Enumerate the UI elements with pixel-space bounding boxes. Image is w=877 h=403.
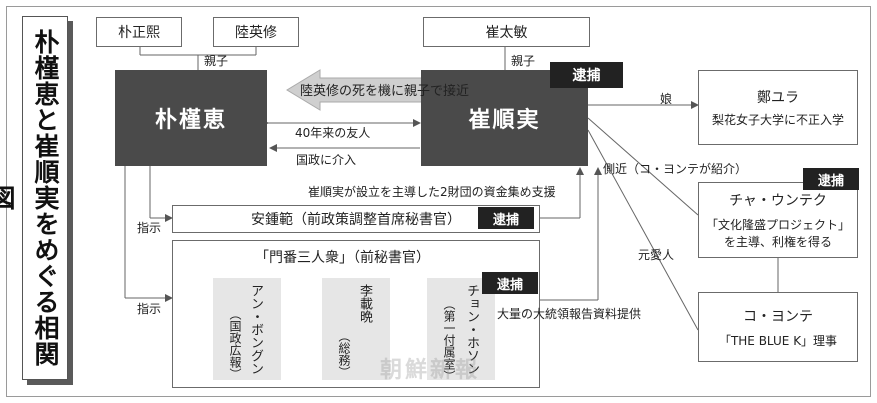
label-daughter: 娘	[660, 92, 673, 106]
arrested-badge-cha: 逮捕	[803, 168, 859, 190]
node-ko-young-tae: コ・ヨンテ 「THE BLUE K」理事	[698, 292, 858, 362]
node-park-geun-hye: 朴槿恵	[115, 70, 267, 166]
node-yuk-young-soo: 陸英修	[213, 17, 299, 47]
label-approach: 陸英修の死を機に親子で接近	[300, 84, 470, 99]
member-lee-jae-man: 李載晩 （総務）	[322, 278, 390, 380]
node-cha-eun-taek: チャ・ウンテク 「文化隆盛プロジェクト」 を主導、利権を得る	[698, 182, 858, 258]
label-fund-raising: 崔順実が設立を主導した2財団の資金集め支援	[308, 185, 556, 199]
label-parent-child-2: 親子	[511, 54, 536, 68]
arrested-badge-jeong: 逮捕	[482, 272, 538, 294]
label-instruct-1: 指示	[137, 221, 162, 235]
label-friend: 40年来の友人	[295, 126, 371, 140]
member-jeong-ho-seong: チョン・ホソン （第一付属室）	[427, 278, 495, 382]
member-ahn-bong-geun: アン・ボングン （国政広報）	[213, 278, 281, 380]
watermark-logo: 朝鮮新報	[380, 358, 481, 383]
node-chung-yoo-ra: 鄭ユラ 梨花女子大学に不正入学	[698, 70, 858, 145]
node-choi-tae-min: 崔太敏	[423, 17, 590, 47]
arrested-badge-choi: 逮捕	[550, 62, 623, 88]
label-instruct-2: 指示	[137, 302, 162, 316]
label-aide: 側近（コ・ヨンテが紹介）	[603, 162, 748, 176]
node-park-chung-hee: 朴正熙	[96, 17, 182, 47]
arrested-badge-ahn: 逮捕	[478, 207, 534, 229]
label-parent-child-1: 親子	[204, 54, 229, 68]
label-documents: 大量の大統領報告資料提供	[497, 307, 642, 321]
diagram-title: 朴槿恵と崔順実をめぐる相関図	[0, 16, 68, 380]
label-interfere: 国政に介入	[296, 153, 357, 167]
label-lover: 元愛人	[638, 248, 675, 262]
